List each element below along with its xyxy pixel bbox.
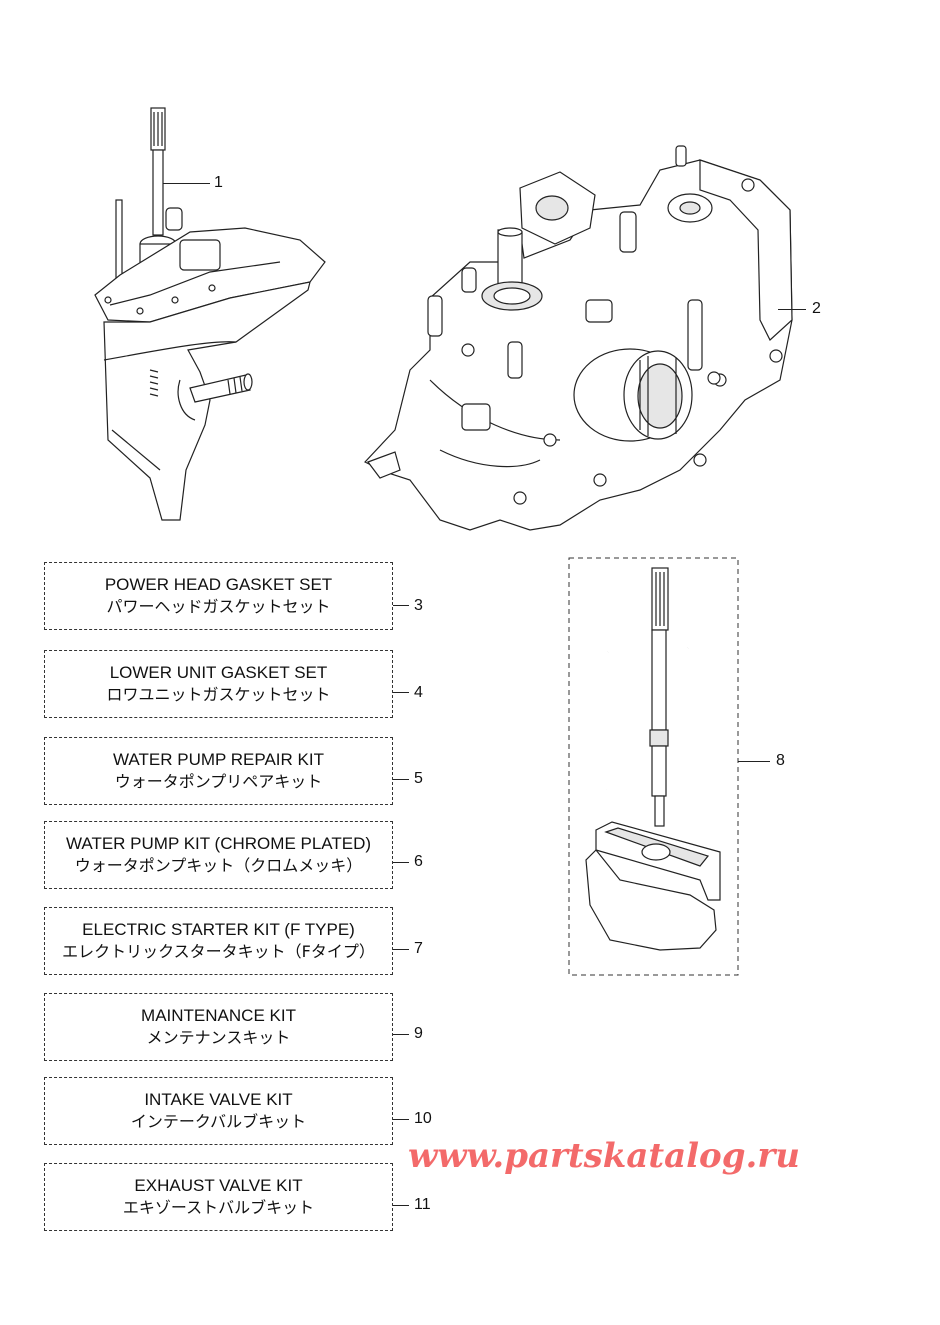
callout-8: 8: [776, 752, 785, 769]
leader-4: [393, 692, 409, 693]
kit-box-maintenance-kit: MAINTENANCE KIT メンテナンスキット: [44, 993, 393, 1061]
kit-name-en: ELECTRIC STARTER KIT (F TYPE): [82, 920, 355, 939]
kit-name-jp: メンテナンスキット: [146, 1028, 291, 1047]
callout-2: 2: [812, 300, 821, 317]
leader-5: [393, 779, 409, 780]
leader-7: [393, 949, 409, 950]
callout-5: 5: [414, 770, 423, 787]
leader-1: [163, 183, 210, 184]
kit-box-power-head-gasket-set: POWER HEAD GASKET SET パワーヘッドガスケットセット: [44, 562, 393, 630]
kit-name-jp: インテークバルブキット: [130, 1112, 307, 1131]
kit-box-lower-unit-gasket-set: LOWER UNIT GASKET SET ロワユニットガスケットセット: [44, 650, 393, 718]
kit-name-jp: パワーヘッドガスケットセット: [106, 597, 331, 616]
kit-name-en: EXHAUST VALVE KIT: [134, 1176, 303, 1195]
callout-7: 7: [414, 940, 423, 957]
callout-9: 9: [414, 1025, 423, 1042]
leader-3: [393, 605, 409, 606]
leader-6: [393, 862, 409, 863]
kit-box-water-pump-kit-chrome: WATER PUMP KIT (CHROME PLATED) ウォータポンプキッ…: [44, 821, 393, 889]
kit-box-intake-valve-kit: INTAKE VALVE KIT インテークバルブキット: [44, 1077, 393, 1145]
kit-name-en: POWER HEAD GASKET SET: [104, 575, 333, 594]
callout-11: 11: [414, 1196, 431, 1213]
kit-name-jp: エレクトリックスタータキット（Fタイプ）: [62, 942, 375, 961]
callout-6: 6: [414, 853, 423, 870]
kit-name-jp: エキゾーストバルブキット: [122, 1198, 315, 1217]
kit-name-en: INTAKE VALVE KIT: [144, 1090, 293, 1109]
kit-name-en: MAINTENANCE KIT: [141, 1006, 296, 1025]
kit-name-en: WATER PUMP REPAIR KIT: [113, 750, 324, 769]
callout-3: 3: [414, 597, 423, 614]
leader-8: [738, 761, 770, 762]
kit-name-jp: ウォータポンプキット（クロムメッキ）: [74, 856, 363, 875]
callout-10: 10: [414, 1110, 432, 1127]
callout-4: 4: [414, 684, 423, 701]
leader-10: [393, 1119, 409, 1120]
watermark: www.partskatalog.ru: [408, 1136, 800, 1176]
callout-1: 1: [214, 174, 223, 191]
leader-11: [393, 1205, 409, 1206]
kit-box-electric-starter-kit: ELECTRIC STARTER KIT (F TYPE) エレクトリックスター…: [44, 907, 393, 975]
kit-name-en: LOWER UNIT GASKET SET: [109, 663, 328, 682]
kit-name-jp: ロワユニットガスケットセット: [106, 685, 331, 704]
kit-box-water-pump-repair-kit: WATER PUMP REPAIR KIT ウォータポンプリペアキット: [44, 737, 393, 805]
leader-9: [393, 1034, 409, 1035]
kit-name-en: WATER PUMP KIT (CHROME PLATED): [65, 834, 372, 853]
leader-2: [778, 309, 806, 310]
kit-box-exhaust-valve-kit: EXHAUST VALVE KIT エキゾーストバルブキット: [44, 1163, 393, 1231]
kit-name-jp: ウォータポンプリペアキット: [114, 772, 323, 791]
